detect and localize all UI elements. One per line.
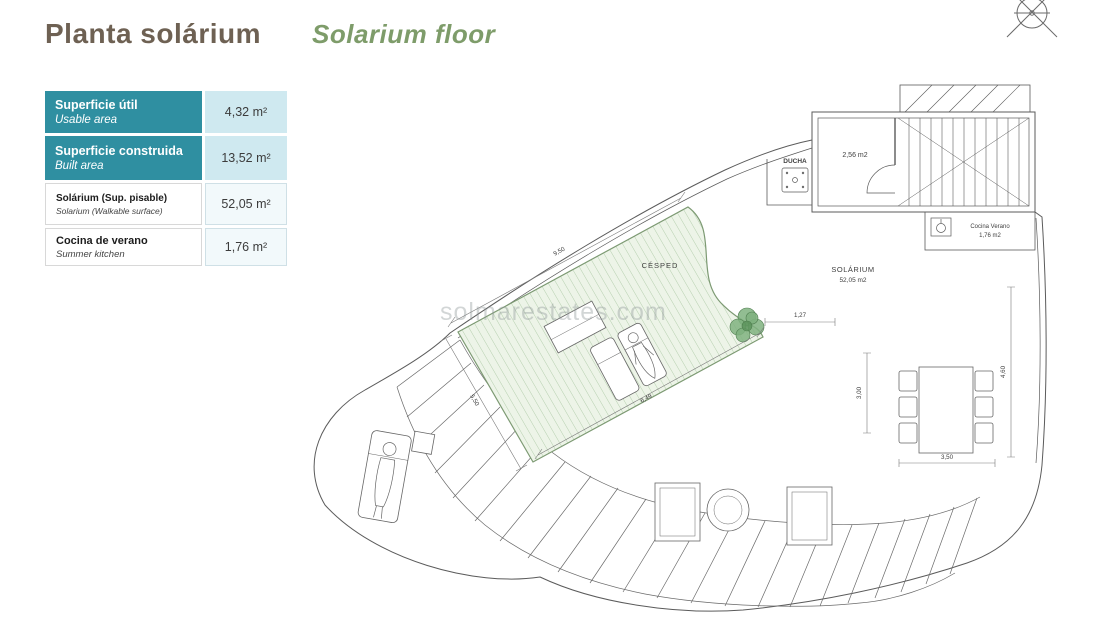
chair <box>898 422 918 444</box>
stair-building: 2,56 m2 <box>811 84 1036 213</box>
legend-label: Superficie construida Built area <box>45 136 202 180</box>
page-title-english: Solarium floor <box>312 19 496 49</box>
dimension-lines <box>440 191 1015 472</box>
lounge-furniture <box>654 482 833 546</box>
solarium-label-group: SOLÁRIUM 52,05 m2 <box>831 265 874 284</box>
dim-dining: 3,50 <box>941 454 954 461</box>
dim-right: 4,60 <box>1000 365 1007 378</box>
grass-label: CÉSPED <box>642 261 679 270</box>
garden-table <box>543 300 607 354</box>
pergola-slats <box>396 339 981 608</box>
solarium-area-label: 52,05 m2 <box>839 277 866 284</box>
plan-boundary <box>313 111 1047 612</box>
stair-treads <box>897 117 1030 207</box>
legend-label-es: Solárium (Sup. pisable) <box>56 192 168 204</box>
dim-tree: 1,27 <box>794 312 807 319</box>
legend-label: Cocina de verano Summer kitchen <box>45 228 202 266</box>
legend-label: Superficie útil Usable area <box>45 91 202 133</box>
floor-plan: CÉSPED 2,56 m2 DUCHA <box>313 84 1047 612</box>
chair <box>898 396 918 418</box>
kitchen-label: Cocina Verano <box>970 224 1010 230</box>
sink-icon <box>930 217 952 237</box>
legend-row-summer-kitchen: Cocina de verano Summer kitchen 1,76 m² <box>45 228 287 266</box>
grass-area: CÉSPED <box>457 206 764 463</box>
person-figure <box>627 332 656 379</box>
tree-icon <box>729 307 765 343</box>
sun-loungers <box>590 322 667 401</box>
shower-area: DUCHA <box>766 158 812 206</box>
legend-label-en: Built area <box>55 160 104 172</box>
chair <box>974 370 994 392</box>
shower-label: DUCHA <box>783 158 807 165</box>
lounger-with-person <box>357 430 436 524</box>
legend-row-solarium: Solárium (Sup. pisable) Solarium (Walkab… <box>45 183 287 225</box>
compass-icon <box>1006 0 1058 38</box>
legend-value: 1,76 m² <box>205 228 287 266</box>
legend-value: 52,05 m² <box>205 183 287 225</box>
stair-room-area-label: 2,56 m2 <box>842 152 867 159</box>
person-figure <box>373 442 397 519</box>
legend-value: 4,32 m² <box>205 91 287 133</box>
legend-label: Solárium (Sup. pisable) Solarium (Walkab… <box>45 183 202 225</box>
legend-label-es: Cocina de verano <box>56 234 148 247</box>
chair <box>974 422 994 444</box>
legend-label-en: Usable area <box>55 114 118 126</box>
door-swing <box>866 164 896 194</box>
legend-row-built-area: Superficie construida Built area 13,52 m… <box>45 136 287 180</box>
dim-top: 9,50 <box>552 245 566 257</box>
kitchen-area-label: 1,76 m2 <box>979 233 1001 239</box>
area-legend-table: Superficie útil Usable area 4,32 m² Supe… <box>45 91 287 269</box>
legend-row-usable-area: Superficie útil Usable area 4,32 m² <box>45 91 287 133</box>
legend-value: 13,52 m² <box>205 136 287 180</box>
legend-label-es: Superficie útil <box>55 98 138 112</box>
side-table <box>411 430 436 455</box>
legend-label-en: Summer kitchen <box>56 248 125 260</box>
summer-kitchen: Cocina Verano 1,76 m2 <box>924 211 1036 251</box>
legend-label-en: Solarium (Walkable surface) <box>56 205 163 216</box>
chair <box>898 370 918 392</box>
page-title-spanish: Planta solárium <box>45 18 262 49</box>
dining-table <box>918 366 974 454</box>
solarium-label: SOLÁRIUM <box>831 265 874 274</box>
dim-mid: 3,00 <box>856 386 863 399</box>
dining-set <box>898 366 994 454</box>
chair <box>974 396 994 418</box>
legend-label-es: Superficie construida <box>55 144 183 158</box>
